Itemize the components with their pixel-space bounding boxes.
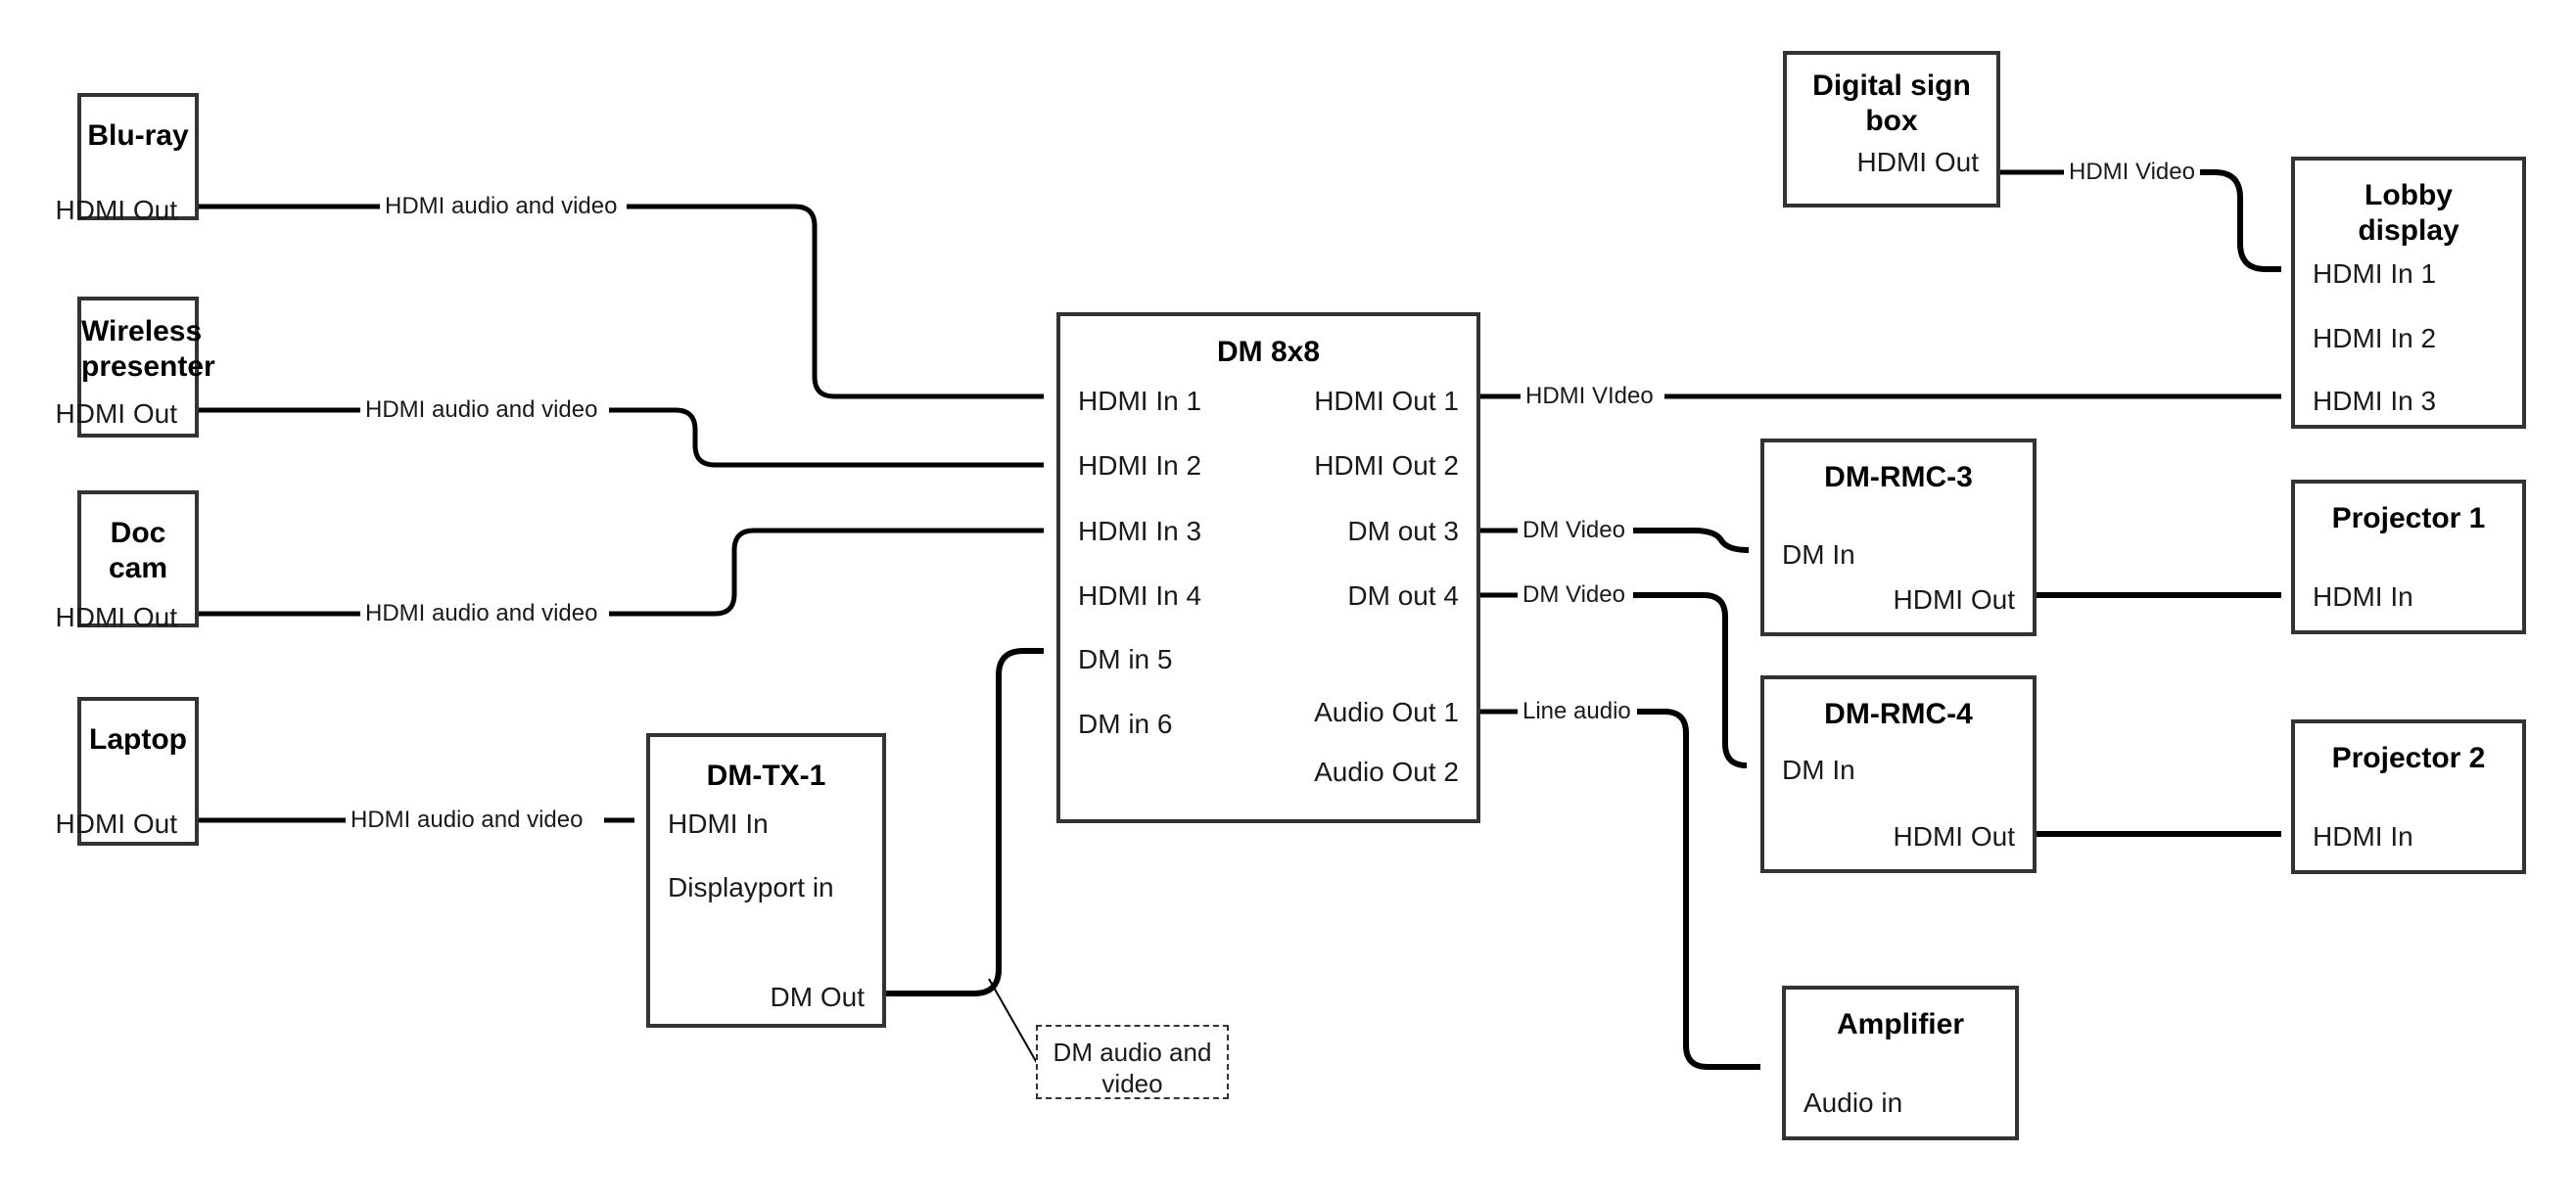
node-dm-rmc-4-port-dm-in: DM In — [1782, 755, 1855, 785]
edge-label-sign-to-lobby: HDMI Video — [2064, 160, 2200, 185]
node-lobby-display-title-line2: display — [2358, 214, 2459, 247]
node-doc-cam[interactable]: Doc cam HDMI Out — [56, 490, 199, 632]
node-dm-8x8-port-dm-out-3: DM out 3 — [1347, 516, 1459, 546]
node-bluray-title: Blu-ray — [87, 119, 189, 152]
edge-label-dmout3-to-rmc3: DM Video — [1518, 518, 1630, 543]
node-wireless-presenter[interactable]: Wireless presenter HDMI Out — [56, 297, 215, 438]
node-dm-rmc-3-port-hdmi-out: HDMI Out — [1893, 584, 2015, 615]
node-projector-2-title: Projector 2 — [2331, 742, 2486, 774]
node-amplifier-port-audio-in: Audio in — [1803, 1087, 1903, 1118]
node-projector-2[interactable]: Projector 2 HDMI In — [2291, 719, 2526, 874]
node-dm-rmc-3-title: DM-RMC-3 — [1824, 461, 1973, 493]
node-dm-8x8-port-audio-out-2: Audio Out 2 — [1314, 757, 1459, 787]
node-dm-8x8-title: DM 8x8 — [1216, 336, 1321, 368]
node-dm-rmc-4-port-hdmi-out: HDMI Out — [1893, 821, 2015, 852]
node-doc-cam-title: Doc cam — [108, 517, 168, 584]
node-laptop-title: Laptop — [89, 723, 187, 756]
node-lobby-display-port-hdmi-in-3: HDMI In 3 — [2313, 386, 2437, 416]
node-dm-rmc-4[interactable]: DM-RMC-4 DM In HDMI Out — [1760, 675, 2037, 873]
edge-label-hdmiout1-to-lobby: HDMI VIdeo — [1521, 384, 1659, 409]
node-wireless-presenter-port-hdmi-out: HDMI Out — [55, 398, 177, 429]
edge-label-bluray-to-dm8x8: HDMI audio and video — [380, 194, 623, 219]
note-dm-audio-and-video-line1: DM audio and — [1053, 1038, 1212, 1067]
node-doc-cam-port-hdmi-out: HDMI Out — [55, 602, 177, 632]
node-projector-1-title: Projector 1 — [2331, 502, 2486, 534]
node-dm-8x8-port-hdmi-out-2: HDMI Out 2 — [1314, 450, 1459, 481]
node-lobby-display-title-line1: Lobby — [2365, 179, 2453, 211]
node-dm-tx-1-port-dm-out: DM Out — [770, 982, 865, 1012]
node-digital-sign-box-title-line1: Digital sign — [1812, 69, 1971, 102]
node-dm-8x8-port-hdmi-in-1: HDMI In 1 — [1078, 386, 1202, 416]
node-dm-8x8-port-dm-in-6: DM in 6 — [1078, 709, 1173, 739]
node-projector-1[interactable]: Projector 1 HDMI In — [2291, 480, 2526, 634]
node-dm-tx-1[interactable]: DM-TX-1 HDMI In Displayport in DM Out — [646, 733, 886, 1028]
node-dm-8x8-port-hdmi-in-4: HDMI In 4 — [1078, 580, 1202, 611]
edge-label-dmout4-to-rmc4: DM Video — [1518, 582, 1630, 608]
node-dm-tx-1-port-hdmi-in: HDMI In — [668, 808, 769, 839]
node-digital-sign-box-title-line2: box — [1865, 105, 1918, 137]
node-amplifier-title: Amplifier — [1836, 1008, 1965, 1040]
node-lobby-display-port-hdmi-in-1: HDMI In 1 — [2313, 258, 2437, 289]
node-projector-2-port-hdmi-in: HDMI In — [2313, 821, 2413, 852]
note-dm-audio-and-video-line2: video — [1101, 1069, 1163, 1098]
node-dm-tx-1-port-displayport-in: Displayport in — [668, 872, 834, 902]
node-dm-rmc-3[interactable]: DM-RMC-3 DM In HDMI Out — [1760, 439, 2037, 636]
node-dm-8x8-port-dm-in-5: DM in 5 — [1078, 644, 1173, 674]
node-projector-1-port-hdmi-in: HDMI In — [2313, 581, 2413, 612]
node-dm-8x8-port-audio-out-1: Audio Out 1 — [1314, 697, 1459, 727]
node-dm-8x8-port-hdmi-in-3: HDMI In 3 — [1078, 516, 1202, 546]
node-lobby-display[interactable]: Lobby display HDMI In 1 HDMI In 2 HDMI I… — [2291, 157, 2526, 429]
node-dm-8x8-port-dm-out-4: DM out 4 — [1347, 580, 1459, 611]
edge-label-laptop-to-dmtx1: HDMI audio and video — [346, 808, 588, 833]
node-digital-sign-box-port-hdmi-out: HDMI Out — [1856, 147, 1979, 177]
node-dm-8x8-port-hdmi-in-2: HDMI In 2 — [1078, 450, 1202, 481]
node-lobby-display-port-hdmi-in-2: HDMI In 2 — [2313, 323, 2437, 353]
node-bluray[interactable]: Blu-ray HDMI Out — [56, 93, 199, 225]
node-wireless-presenter-title-line1: Wireless — [81, 315, 203, 347]
node-digital-sign-box[interactable]: Digital sign box HDMI Out — [1783, 51, 2000, 208]
note-dm-audio-and-video: DM audio and video — [1036, 1025, 1229, 1099]
node-laptop-port-hdmi-out: HDMI Out — [55, 808, 177, 839]
node-dm-tx-1-title: DM-TX-1 — [706, 760, 826, 792]
node-dm-8x8[interactable]: DM 8x8 HDMI In 1 HDMI In 2 HDMI In 3 HDM… — [1056, 312, 1480, 823]
node-laptop[interactable]: Laptop HDMI Out — [56, 697, 199, 846]
edge-label-doccam-to-dm8x8: HDMI audio and video — [360, 601, 603, 626]
node-bluray-port-hdmi-out: HDMI Out — [55, 195, 177, 225]
node-dm-8x8-port-hdmi-out-1: HDMI Out 1 — [1314, 386, 1459, 416]
node-dm-rmc-4-title: DM-RMC-4 — [1824, 698, 1973, 730]
edge-label-wireless-to-dm8x8: HDMI audio and video — [360, 397, 603, 423]
node-dm-rmc-3-port-dm-in: DM In — [1782, 539, 1855, 570]
node-amplifier[interactable]: Amplifier Audio in — [1782, 986, 2019, 1140]
edge-label-audioout1-to-amp: Line audio — [1518, 699, 1636, 724]
node-wireless-presenter-title-line2: presenter — [81, 350, 215, 383]
